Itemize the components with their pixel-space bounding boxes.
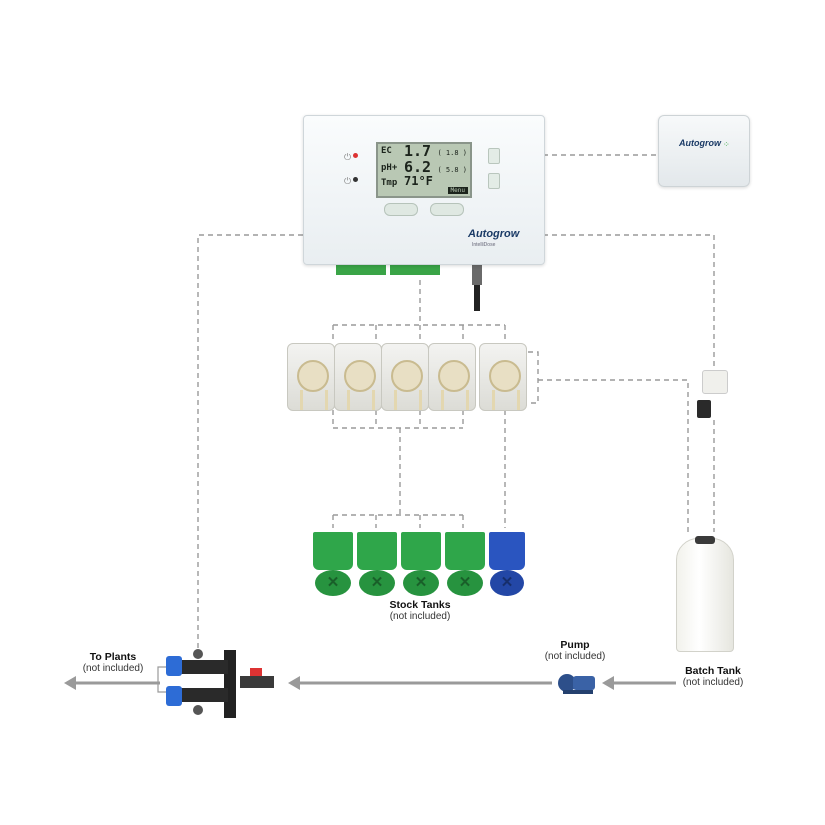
reading-label-temp: Tmp bbox=[381, 178, 398, 188]
to-plants-label: To Plants (not included) bbox=[68, 651, 158, 675]
batch-tank-label: Batch Tank (not included) bbox=[668, 665, 758, 689]
valve-icon bbox=[166, 649, 274, 718]
probe-holder-icon bbox=[702, 370, 728, 394]
reading-value-temp: 71°F bbox=[404, 174, 433, 188]
dosing-controller: ⏻ ⏻ EC 1.7 ( 1.8 ) pH+ 6.2 ( 5.8 ) Tmp 7… bbox=[303, 115, 545, 265]
red-led-icon bbox=[353, 153, 358, 158]
menu-label: Menu bbox=[447, 187, 468, 194]
bucket-icon: ✕ bbox=[445, 526, 485, 596]
dosing-pump-icon bbox=[479, 343, 527, 411]
reading-setpoint-ph: ( 5.8 ) bbox=[437, 166, 467, 174]
tank-icon bbox=[676, 536, 734, 652]
pump-note: (not included) bbox=[544, 651, 606, 662]
dosing-pump-icon bbox=[381, 343, 429, 411]
sensor-hub-brand: Autogrow bbox=[679, 138, 721, 148]
bucket-icon: ✕ bbox=[489, 526, 525, 596]
dark-led-icon bbox=[353, 177, 358, 182]
reading-setpoint-ec: ( 1.8 ) bbox=[437, 149, 467, 157]
reading-label-ph: pH+ bbox=[381, 163, 398, 173]
pump-icon bbox=[558, 674, 595, 694]
to-plants-note: (not included) bbox=[82, 663, 144, 674]
dosing-pump-icon bbox=[287, 343, 335, 411]
bucket-icon: ✕ bbox=[401, 526, 441, 596]
stock-tanks-label: Stock Tanks (not included) bbox=[360, 599, 480, 623]
lcd-display: EC 1.7 ( 1.8 ) pH+ 6.2 ( 5.8 ) Tmp 71°F … bbox=[376, 142, 472, 198]
pump-label: Pump (not included) bbox=[535, 639, 615, 663]
power-icon: ⏻ bbox=[344, 152, 352, 162]
right-soft-button[interactable] bbox=[430, 203, 464, 216]
up-button[interactable] bbox=[488, 148, 500, 164]
sensor-hub: Autogrow ⁘ bbox=[658, 115, 750, 187]
controller-brand: Autogrow bbox=[468, 228, 520, 240]
left-soft-button[interactable] bbox=[384, 203, 418, 216]
batch-tank-note: (not included) bbox=[682, 677, 744, 688]
stock-tanks-title: Stock Tanks bbox=[389, 599, 451, 611]
reading-value-ec: 1.7 bbox=[404, 142, 432, 160]
controller-sub-brand: IntelliDose bbox=[472, 242, 496, 248]
dosing-pump-icon bbox=[334, 343, 382, 411]
bucket-icon: ✕ bbox=[357, 526, 397, 596]
down-button[interactable] bbox=[488, 173, 500, 189]
to-plants-title: To Plants bbox=[89, 651, 137, 663]
pump-title: Pump bbox=[560, 639, 590, 651]
reading-value-ph: 6.2 bbox=[404, 158, 432, 176]
stock-tanks-note: (not included) bbox=[389, 611, 451, 622]
status-icon: ⏻ bbox=[344, 176, 352, 186]
sensor-icon: ⁘ bbox=[723, 140, 730, 149]
reading-label-ec: EC bbox=[381, 146, 392, 156]
bucket-icon: ✕ bbox=[313, 526, 353, 596]
probe-icon bbox=[697, 400, 711, 418]
dosing-pump-icon bbox=[428, 343, 476, 411]
batch-tank-title: Batch Tank bbox=[685, 665, 741, 677]
